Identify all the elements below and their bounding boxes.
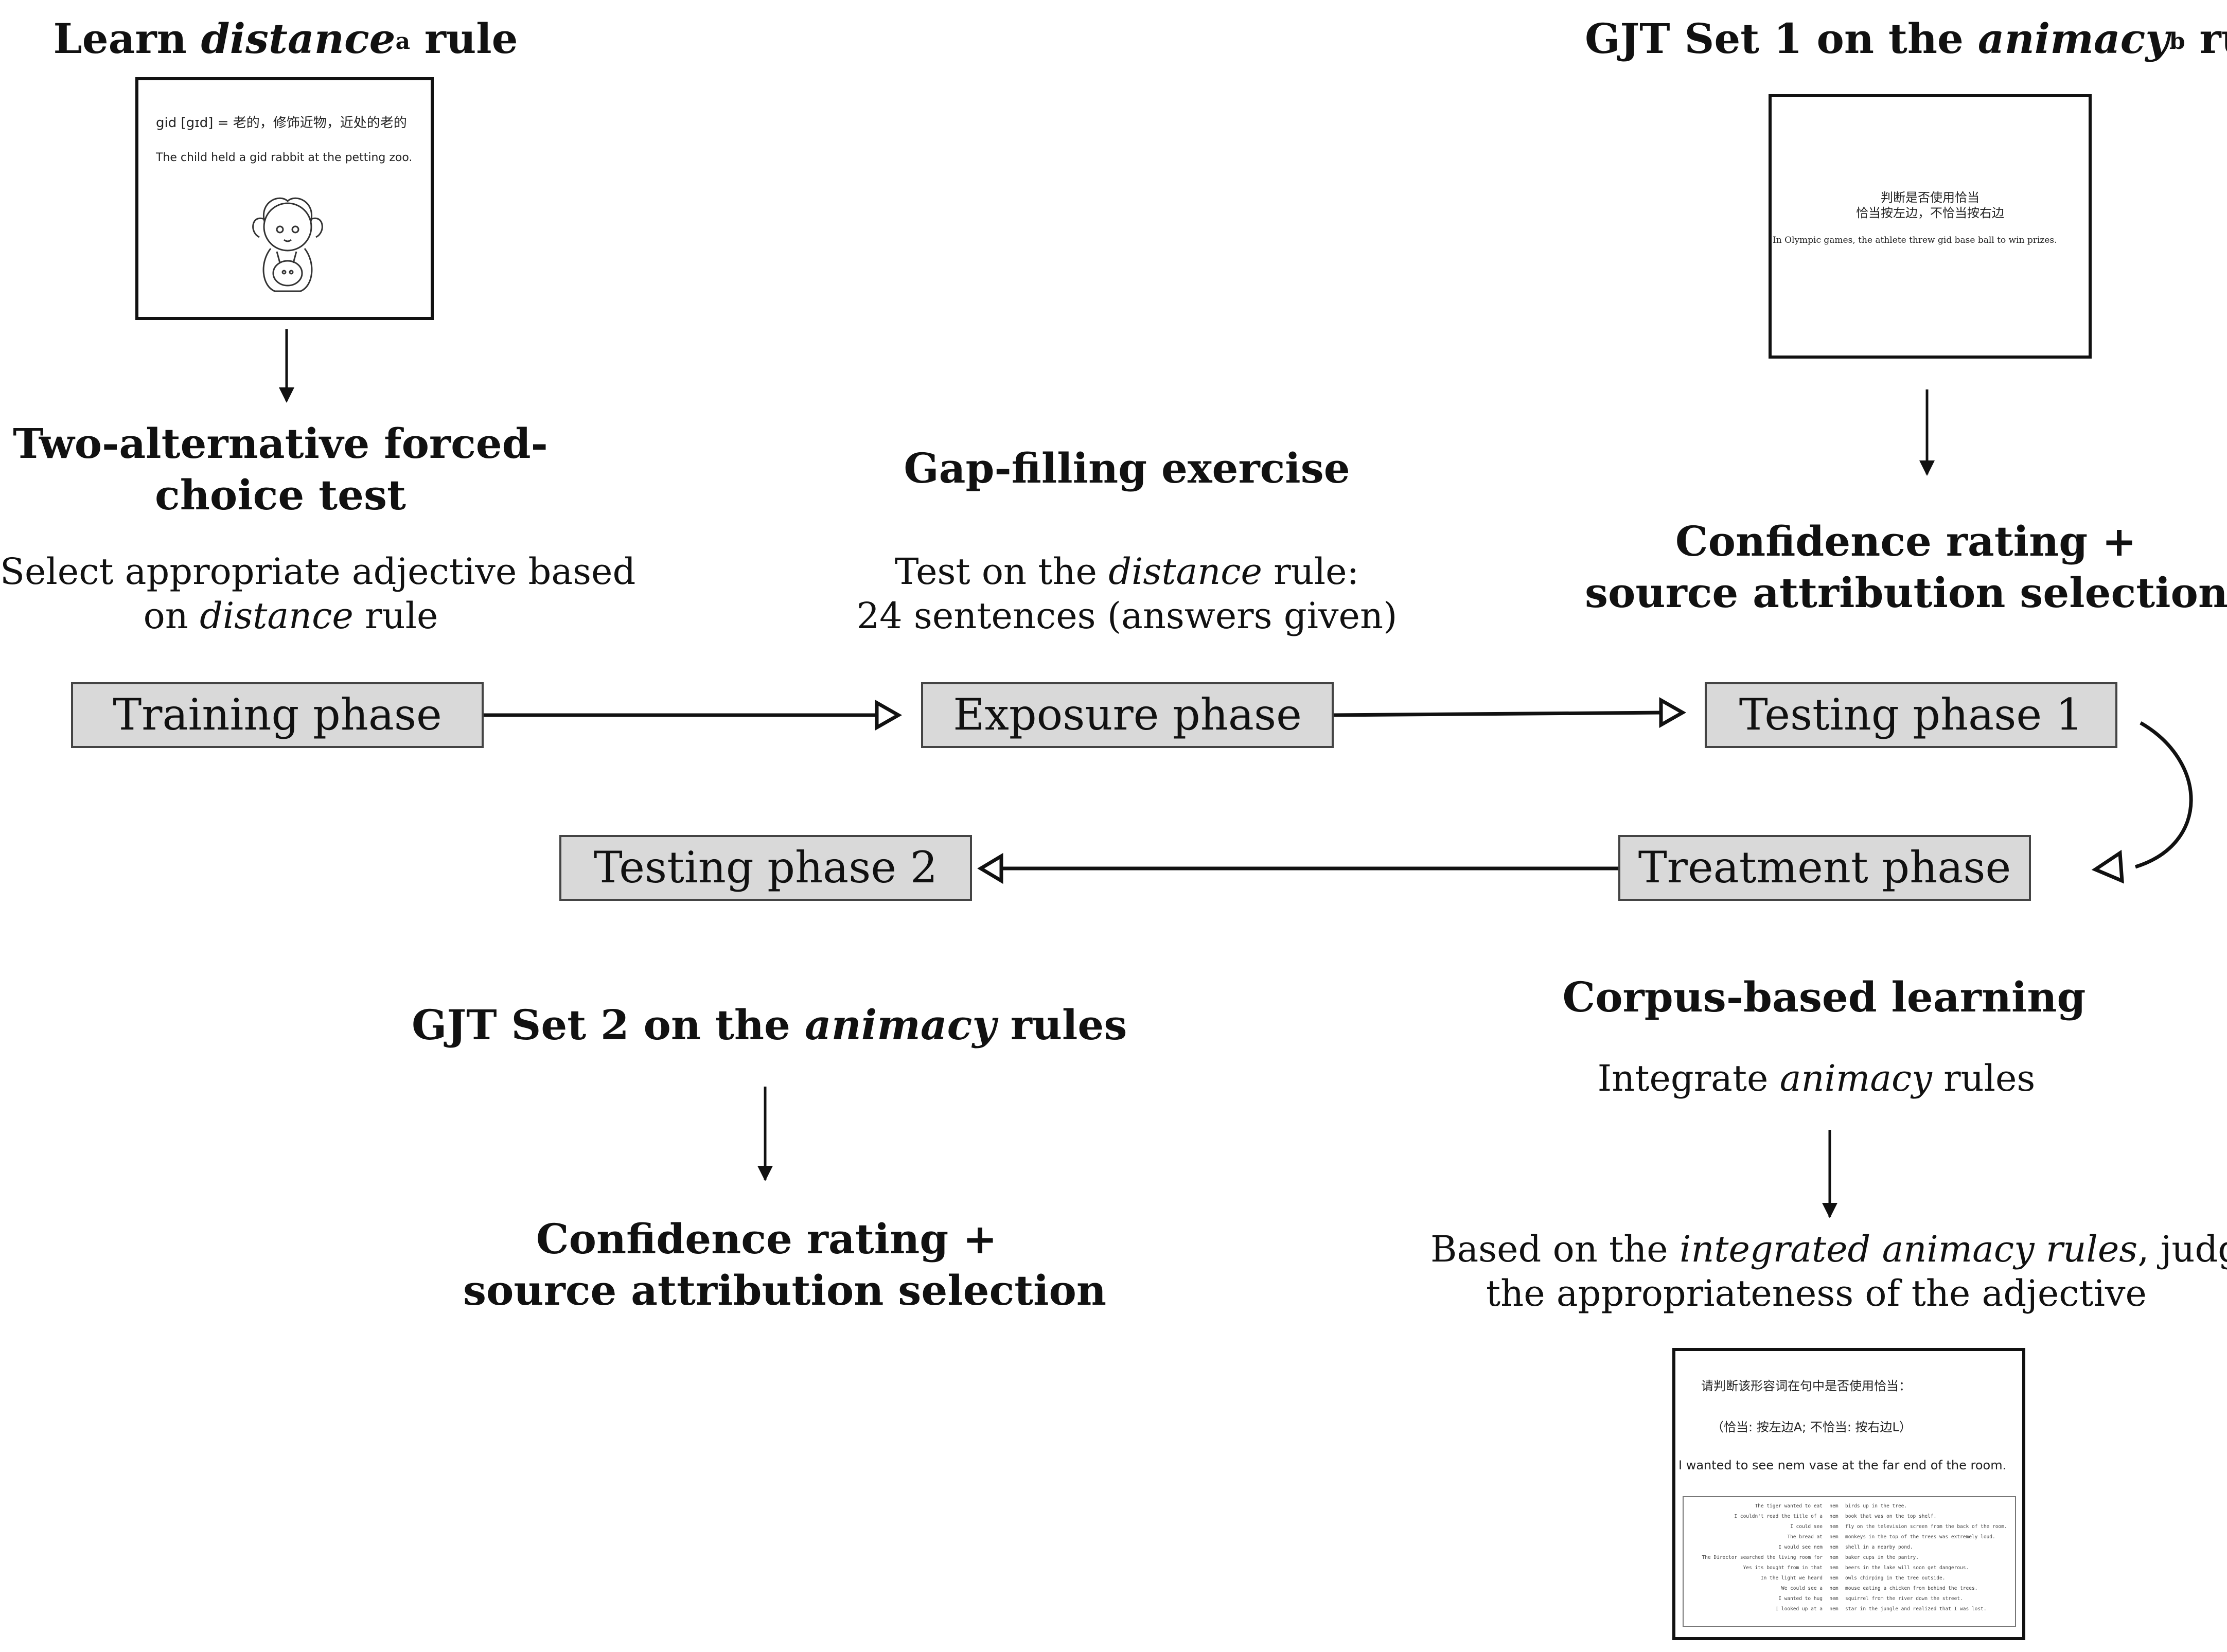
- concordance-right-context: monkeys in the top of the trees was extr…: [1845, 1534, 1995, 1540]
- gjt1-screen-line2: 恰当按左边，不恰当按右边: [1856, 206, 2004, 220]
- concordance-left-context: I looked up at a: [1775, 1606, 1823, 1612]
- testing2-phase-box: Testing phase 2: [559, 835, 972, 901]
- concordance-left-context: I would see nem: [1778, 1544, 1823, 1550]
- arrowhead-testing1-to-treatment: [2091, 849, 2124, 884]
- concordance-line: I wanted to hug nem squirrel from the rive…: [1684, 1594, 2015, 1604]
- testing2-task-title: Confidence rating + source attribution s…: [463, 1215, 1107, 1315]
- concordance-node-word: nem: [1829, 1534, 1839, 1540]
- girl-with-rabbit-illustration: [252, 197, 323, 292]
- concordance-left-context: I wanted to hug: [1778, 1596, 1823, 1602]
- concordance-node-word: nem: [1829, 1514, 1839, 1519]
- concordance-left-context: The bread at: [1787, 1534, 1823, 1540]
- concordance-right-context: shell in a nearby pond.: [1845, 1544, 1913, 1550]
- exposure-phase-box: Exposure phase: [921, 682, 1334, 748]
- concordance-node-word: nem: [1829, 1555, 1839, 1560]
- concordance-node-word: nem: [1829, 1575, 1839, 1581]
- concordance-left-context: I couldn't read the title of a: [1734, 1514, 1823, 1519]
- testing2-heading: GJT Set 2 on the animacy rules: [412, 1001, 1127, 1049]
- concordance-right-context: mouse eating a chicken from behind the t…: [1845, 1586, 1978, 1591]
- concordance-right-context: fly on the television screen from the ba…: [1845, 1524, 2007, 1530]
- gjt1-screen: 判断是否使用恰当 恰当按左边，不恰当按右边 In Olympic games, …: [1769, 94, 2092, 359]
- training-screen-line1: gid [gɪd] = 老的，修饰近物，近处的老的: [156, 115, 407, 131]
- testing1-task-title: Confidence rating + source attribution s…: [1585, 517, 2227, 617]
- arrowhead-treatment-to-testing2: [977, 852, 1003, 884]
- concordance-panel: The tiger wanted to eat nem birds up in th…: [1683, 1496, 2016, 1627]
- concordance-left-context: The Director searched the living room fo…: [1702, 1555, 1823, 1560]
- concordance-left-context: I could see: [1790, 1524, 1823, 1530]
- concordance-line: I would see nem nem shell in a nearby pond…: [1684, 1542, 2015, 1553]
- exposure-task-title: Gap-filling exercise: [904, 444, 1350, 492]
- concordance-line: The tiger wanted to eat nem birds up in th…: [1684, 1501, 2015, 1512]
- concordance-lines: The tiger wanted to eat nem birds up in th…: [1684, 1501, 2015, 1614]
- concordance-line: Yes its bought from in that nem beers in t…: [1684, 1563, 2015, 1573]
- gjt1-screen-line1: 判断是否使用恰当: [1881, 190, 1979, 205]
- arrow-exposure-to-testing1: [1331, 710, 1665, 717]
- corpus-screen: 请判断该形容词在句中是否使用恰当： （恰当: 按左边A; 不恰当: 按右边L） …: [1672, 1348, 2025, 1640]
- testing1-phase-box: Testing phase 1: [1705, 682, 2117, 748]
- concordance-node-word: nem: [1829, 1503, 1839, 1509]
- treatment-judge-instruction: Based on the integrated animacy rules, j…: [1430, 1228, 2227, 1315]
- concordance-right-context: baker cups in the pantry.: [1845, 1555, 1919, 1560]
- corpus-screen-line1: 请判断该形容词在句中是否使用恰当：: [1701, 1379, 1911, 1393]
- concordance-right-context: star in the jungle and realized that I w…: [1845, 1606, 1987, 1612]
- exposure-description: Test on the distance rule: 24 sentences …: [856, 550, 1398, 637]
- training-heading: Learn distancea rule: [53, 14, 518, 63]
- concordance-node-word: nem: [1829, 1596, 1839, 1602]
- testing1-heading: GJT Set 1 on the animacyb rules: [1585, 14, 2227, 63]
- gjt1-screen-line3: In Olympic games, the athlete threw gid …: [1773, 235, 2057, 245]
- concordance-right-context: birds up in the tree.: [1845, 1503, 1907, 1509]
- arrowhead-exposure-to-testing1: [1659, 697, 1687, 729]
- treatment-description: Integrate animacy rules: [1597, 1057, 2036, 1099]
- concordance-node-word: nem: [1829, 1544, 1839, 1550]
- corpus-screen-line2: （恰当: 按左边A; 不恰当: 按右边L）: [1711, 1420, 1912, 1434]
- treatment-phase-box: Treatment phase: [1618, 835, 2031, 901]
- concordance-left-context: The tiger wanted to eat: [1755, 1503, 1823, 1509]
- concordance-node-word: nem: [1829, 1524, 1839, 1530]
- treatment-task-title: Corpus-based learning: [1562, 973, 2086, 1021]
- concordance-left-context: Yes its bought from in that: [1743, 1565, 1823, 1571]
- training-task-title: Two-alternative forced- choice test: [13, 419, 548, 519]
- arrow-testing1-to-treatment: [2134, 721, 2193, 869]
- concordance-right-context: owls chirping in the tree outside.: [1845, 1575, 1946, 1581]
- concordance-node-word: nem: [1829, 1606, 1839, 1612]
- concordance-left-context: We could see a: [1781, 1586, 1823, 1591]
- training-screen-line2: The child held a gid rabbit at the petti…: [156, 151, 413, 164]
- concordance-right-context: squirrel from the river down the street.: [1845, 1596, 1963, 1602]
- training-screen: gid [gɪd] = 老的，修饰近物，近处的老的 The child held…: [135, 77, 434, 320]
- concordance-line: I couldn't read the title of a nem book th…: [1684, 1512, 2015, 1522]
- concordance-line: I looked up at a nem star in the jungle an…: [1684, 1604, 2015, 1614]
- concordance-right-context: book that was on the top shelf.: [1845, 1514, 1937, 1519]
- concordance-line: The Director searched the living room fo…: [1684, 1553, 2015, 1563]
- training-phase-box: Training phase: [71, 682, 484, 748]
- concordance-right-context: beers in the lake will soon get dangerou…: [1845, 1565, 1969, 1571]
- concordance-left-context: In the light we heard: [1760, 1575, 1823, 1581]
- concordance-line: I could see nem fly on the television scre…: [1684, 1522, 2015, 1532]
- arrowhead-training-to-exposure: [875, 699, 903, 731]
- concordance-node-word: nem: [1829, 1565, 1839, 1571]
- concordance-node-word: nem: [1829, 1586, 1839, 1591]
- corpus-screen-line3: I wanted to see nem vase at the far end …: [1678, 1458, 2007, 1472]
- training-description: Select appropriate adjective based on di…: [0, 550, 636, 637]
- concordance-line: In the light we heard nem owls chirping in…: [1684, 1573, 2015, 1584]
- concordance-line: We could see a nem mouse eating a chicken …: [1684, 1584, 2015, 1594]
- concordance-line: The bread at nem monkeys in the top of the…: [1684, 1532, 2015, 1542]
